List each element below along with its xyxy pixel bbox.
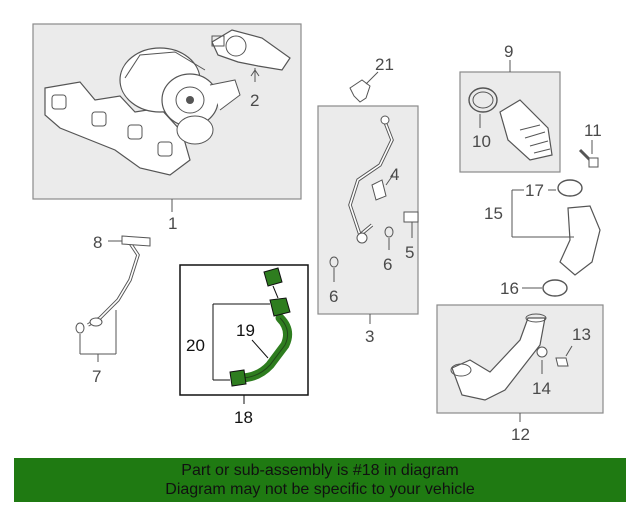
callout-8: 8 [93,233,102,252]
clamp-16-drawing [542,279,568,297]
callout-4: 4 [390,165,399,184]
exhaust-manifold-drawing [44,81,191,176]
intake-hose-group: 10 9 [459,42,561,173]
clamp-17-drawing [557,179,583,197]
oil-line-group: 4 5 6 6 3 [317,105,419,346]
callout-10: 10 [472,132,491,151]
callout-6a: 6 [329,287,338,306]
intake-hose-drawing [499,99,553,161]
fitting-mid-highlighted [269,297,291,317]
bolt-11-drawing: 11 [578,121,602,168]
callout-14: 14 [532,379,551,398]
coolant-line-7-drawing: 7 8 [75,233,151,386]
turbo-housing-drawing [119,47,241,145]
callout-7: 7 [92,367,101,386]
callout-18: 18 [234,408,253,427]
notice-banner: Part or sub-assembly is #18 in diagram D… [14,458,626,502]
callout-15: 15 [484,204,503,223]
callout-13: 13 [572,325,591,344]
callout-11: 11 [584,121,602,140]
notice-line-2: Diagram may not be specific to your vehi… [165,481,475,498]
callout-9: 9 [504,42,513,61]
callout-2: 2 [250,91,259,110]
sensor-21-drawing: 21 [349,55,394,103]
callout-5: 5 [405,243,414,262]
callout-12: 12 [511,425,530,444]
callout-1: 1 [168,214,177,233]
seal-10-drawing [468,87,498,113]
notice-line-1: Part or sub-assembly is #18 in diagram [181,462,459,479]
callout-16: 16 [500,279,519,298]
callout-6b: 6 [383,255,392,274]
callout-3: 3 [365,327,374,346]
charge-pipe-drawing [451,317,546,401]
charge-pipe-group: 14 13 12 [436,304,604,444]
hose-15-drawing [559,205,601,276]
parts-diagram: 1 2 21 4 5 6 6 3 [32,23,604,444]
fitting-bottom-highlighted [229,369,247,387]
fitting-top-highlighted [263,267,283,287]
callout-19: 19 [236,321,255,340]
intercooler-hose-group: 17 15 16 [484,179,601,298]
callout-21: 21 [375,55,394,74]
actuator-drawing: 2 [211,29,291,110]
callout-20: 20 [186,336,205,355]
assembly-18-group: 19 20 18 [179,264,309,427]
oil-line-box [317,105,419,315]
callout-17: 17 [525,181,544,200]
